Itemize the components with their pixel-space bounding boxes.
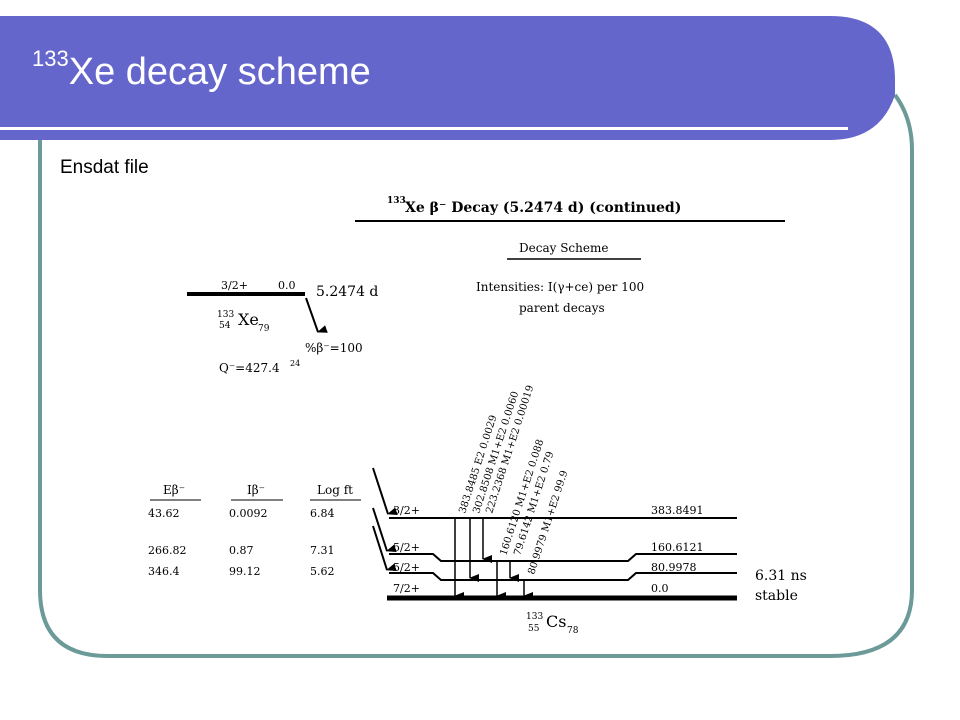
level-energy: 383.8491 [651, 504, 704, 517]
beta-intensity: 0.0092 [229, 507, 268, 520]
parent-atomic-number: 54 [219, 321, 231, 331]
beta-energy: 346.4 [148, 565, 180, 578]
level-spin: 5/2+ [393, 561, 420, 574]
level-energy: 0.0 [651, 582, 669, 595]
daughter-level: 7/2+ 0.0 [387, 582, 737, 601]
beta-row: 346.4 99.12 5.62 [148, 565, 335, 578]
beta-intensity: 99.12 [229, 565, 261, 578]
header-logft: Log ft [317, 483, 353, 497]
level-line [389, 572, 737, 581]
decay-scheme: 133 Xe β⁻ Decay (5.2474 d) (continued) D… [148, 196, 807, 636]
beta-logft: 7.31 [310, 544, 335, 557]
level-line [389, 553, 737, 562]
title-rule [0, 127, 848, 130]
parent-halflife: 5.2474 d [316, 284, 378, 300]
daughter-neutron-number: 78 [567, 626, 579, 636]
q-uncertainty: 24 [290, 359, 300, 368]
beta-energy: 43.62 [148, 507, 180, 520]
level-energy: 160.6121 [651, 541, 704, 554]
slide-title: 133Xe decay scheme [32, 46, 371, 94]
title-mass-number: 133 [32, 46, 69, 71]
scheme-header-mass: 133 [387, 196, 406, 206]
scheme-header: Xe β⁻ Decay (5.2474 d) (continued) [405, 200, 681, 216]
level-spin: 5/2+ [393, 541, 420, 554]
content-border [38, 93, 914, 658]
beta-logft: 6.84 [310, 507, 335, 520]
level-spin: 7/2+ [393, 582, 420, 595]
intensities-line-2: parent decays [519, 301, 605, 315]
beta-row: 43.62 0.0092 6.84 [148, 507, 335, 520]
daughter-atomic-number: 55 [528, 624, 540, 634]
beta-feed-arrow [372, 467, 398, 516]
daughter-level: 3/2+ 383.8491 [389, 504, 737, 519]
parent-mass-number: 133 [217, 310, 234, 320]
level-halflife: 6.31 ns [755, 568, 807, 584]
level-spin: 3/2+ [393, 504, 420, 517]
parent-neutron-number: 79 [258, 324, 270, 334]
daughter-level: 5/2+ 160.6121 [389, 541, 737, 562]
q-value: Q⁻=427.4 [219, 361, 280, 375]
beta-feed-arrow [372, 525, 397, 572]
ground-state-label: stable [755, 588, 798, 604]
title-banner [0, 16, 895, 140]
scheme-subheader: Decay Scheme [519, 241, 608, 255]
parent-decay-arrow [305, 297, 328, 333]
subtitle: Ensdat file [60, 157, 149, 178]
parent-energy: 0.0 [278, 279, 296, 292]
beta-energy: 266.82 [148, 544, 187, 557]
beta-logft: 5.62 [310, 565, 335, 578]
beta-intensity: 0.87 [229, 544, 254, 557]
daughter-mass-number: 133 [526, 612, 543, 622]
level-energy: 80.9978 [651, 561, 697, 574]
beta-feed-arrow [372, 507, 397, 553]
header-i-beta: Iβ⁻ [247, 483, 265, 497]
daughter-level: 5/2+ 80.9978 [389, 561, 737, 581]
daughter-symbol: Cs [546, 612, 566, 631]
parent-spin: 3/2+ [221, 279, 248, 292]
parent-symbol: Xe [238, 310, 259, 329]
intensities-line-1: Intensities: I(γ+ce) per 100 [476, 280, 644, 294]
header-e-beta: Eβ⁻ [163, 483, 185, 497]
beta-row: 266.82 0.87 7.31 [148, 544, 335, 557]
parent-branch: %β⁻=100 [305, 341, 363, 355]
title-text: Xe decay scheme [68, 51, 371, 93]
